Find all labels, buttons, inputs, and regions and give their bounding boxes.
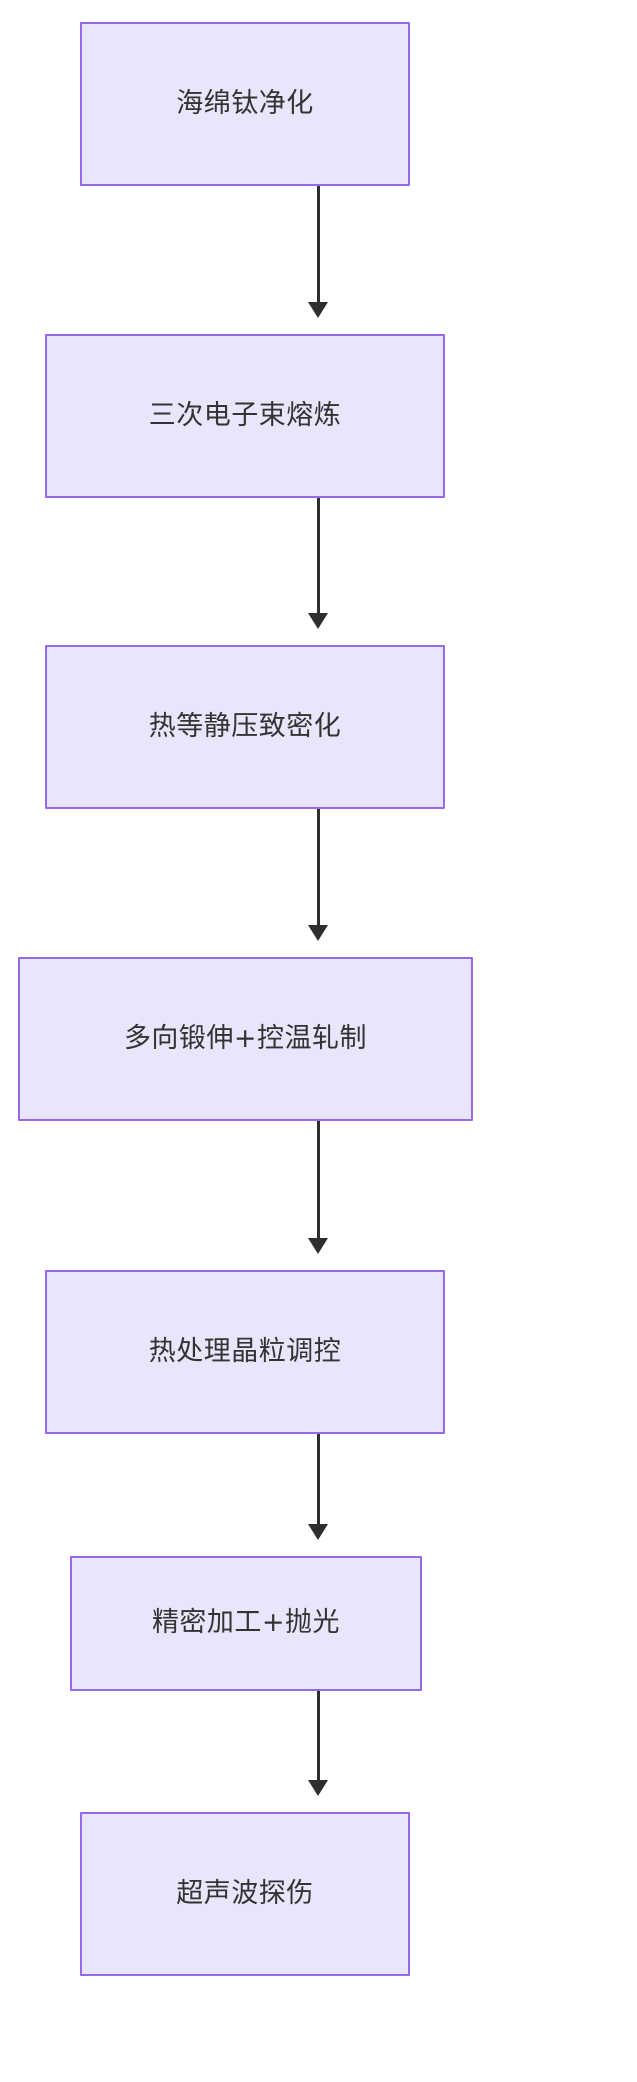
- flow-node-label: 精密加工+抛光: [151, 1607, 341, 1639]
- flow-node-n1[interactable]: 海绵钛净化: [80, 22, 410, 186]
- flow-node-label: 热处理晶粒调控: [148, 1335, 342, 1367]
- flow-node-n6[interactable]: 精密加工+抛光: [70, 1556, 422, 1691]
- arrowhead-down-icon: [308, 613, 328, 629]
- edge-line-icon: [316, 809, 320, 927]
- flow-node-label: 海绵钛净化: [176, 87, 314, 119]
- flow-node-label: 超声波探伤: [176, 1877, 314, 1909]
- arrowhead-down-icon: [308, 925, 328, 941]
- flow-node-label: 三次电子束熔炼: [148, 399, 342, 431]
- edge-line-icon: [316, 498, 320, 615]
- flow-node-n2[interactable]: 三次电子束熔炼: [45, 334, 445, 498]
- flow-node-n3[interactable]: 热等静压致密化: [45, 645, 445, 809]
- flow-node-label: 多向锻伸+控温轧制: [123, 1022, 368, 1054]
- flow-node-n7[interactable]: 超声波探伤: [80, 1812, 410, 1976]
- arrowhead-down-icon: [308, 1524, 328, 1540]
- edge-line-icon: [316, 1121, 320, 1240]
- arrowhead-down-icon: [308, 1780, 328, 1796]
- flow-node-n5[interactable]: 热处理晶粒调控: [45, 1270, 445, 1434]
- edge-line-icon: [316, 1434, 320, 1526]
- edge-line-icon: [316, 1691, 320, 1782]
- arrowhead-down-icon: [308, 1238, 328, 1254]
- edge-line-icon: [316, 186, 320, 304]
- flow-node-label: 热等静压致密化: [148, 710, 342, 742]
- flow-node-n4[interactable]: 多向锻伸+控温轧制: [18, 957, 473, 1121]
- arrowhead-down-icon: [308, 302, 328, 318]
